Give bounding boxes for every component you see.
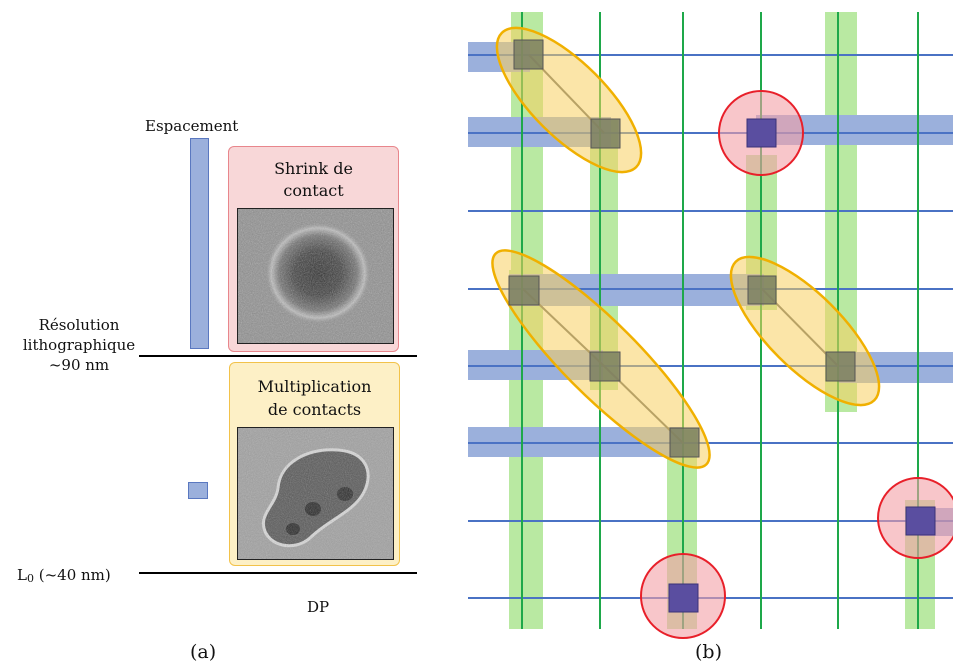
shrink-contact-box: Shrink de contact bbox=[228, 146, 399, 352]
multiplication-title-line2: de contacts bbox=[267, 400, 362, 419]
l0-label: L0 (~40 nm) bbox=[17, 566, 111, 585]
small-spacing-square bbox=[188, 482, 208, 499]
multiplication-title-line1: Multiplication bbox=[257, 377, 372, 396]
caption-b: (b) bbox=[695, 641, 722, 663]
dp-label: DP bbox=[307, 598, 330, 616]
shrink-sem-image bbox=[237, 208, 394, 344]
l0-line bbox=[139, 572, 417, 574]
espacement-label: Espacement bbox=[145, 117, 239, 135]
spacing-bar bbox=[190, 138, 209, 349]
shrink-title-line2: contact bbox=[283, 181, 344, 200]
multiplication-sem-image bbox=[237, 427, 394, 560]
gray-contact-squares bbox=[508, 39, 856, 458]
caption-a: (a) bbox=[190, 641, 217, 663]
multiplication-box: Multiplication de contacts bbox=[229, 362, 400, 566]
resolution-line1: Résolution bbox=[38, 316, 120, 334]
blue-contact-squares bbox=[668, 118, 936, 613]
shrink-title-line1: Shrink de bbox=[274, 159, 353, 178]
resolution-threshold-line bbox=[139, 355, 417, 357]
resolution-line3: ~90 nm bbox=[48, 356, 110, 374]
resolution-line2: lithographique bbox=[22, 336, 136, 354]
